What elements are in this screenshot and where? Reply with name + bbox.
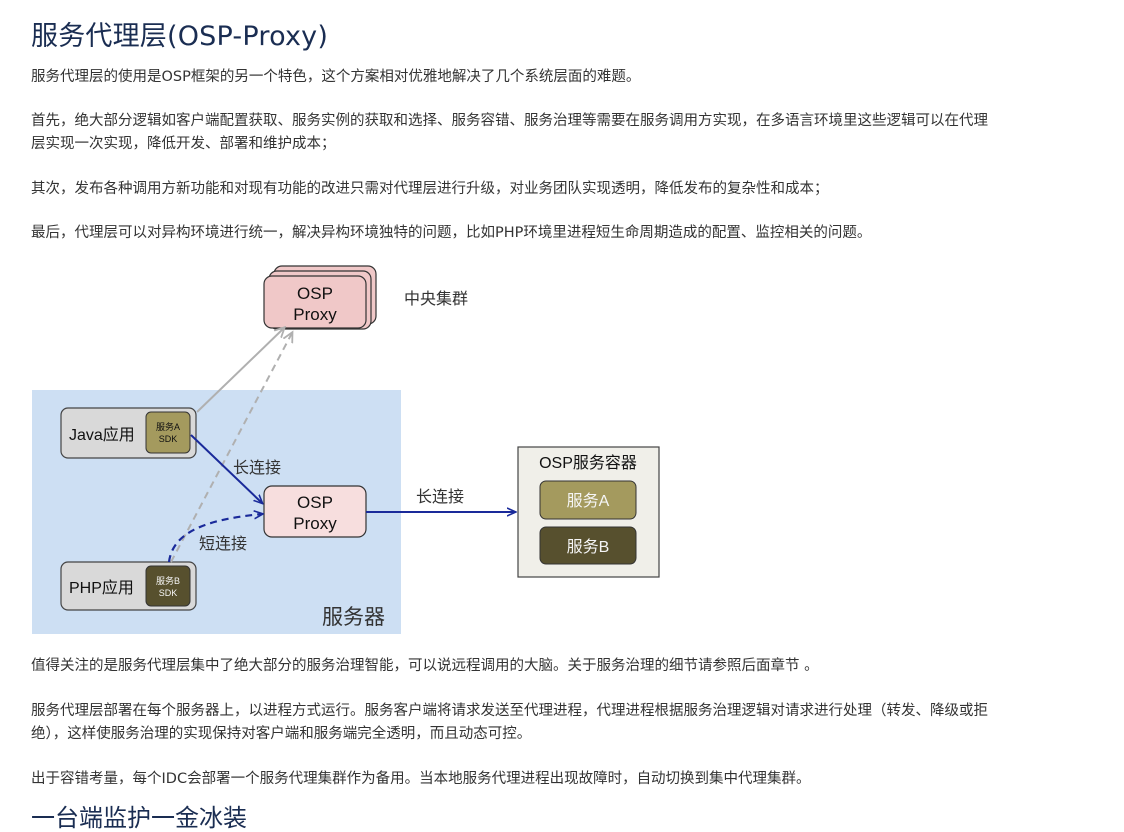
- server-label: 服务器: [322, 605, 385, 629]
- java-app-box: Java应用 服务A SDK: [60, 407, 197, 459]
- sdk-a-line2: SDK: [159, 434, 178, 444]
- next-heading-partial: 一台端监护一金冰装: [31, 804, 247, 832]
- container-service-a: 服务A: [567, 492, 610, 510]
- php-app-box: PHP应用 服务B SDK: [60, 561, 197, 611]
- paragraph-second: 其次，发布各种调用方新功能和对现有功能的改进只需对代理层进行升级，对业务团队实现…: [31, 181, 829, 197]
- central-cluster-label: 中央集群: [404, 289, 468, 308]
- sdk-b-line2: SDK: [159, 588, 178, 598]
- paragraph-deployment: 服务代理层部署在每个服务器上，以进程方式运行。服务客户端将请求发送至代理进程，代…: [31, 703, 988, 742]
- container-title: OSP服务容器: [539, 454, 637, 472]
- sdk-a-line1: 服务A: [156, 421, 180, 432]
- container-service-b: 服务B: [567, 538, 610, 556]
- architecture-diagram: 服务器 OSP Proxy 中央集群 Java应用 服务A SDK PHP应用 …: [32, 265, 660, 634]
- local-proxy-line1: OSP: [297, 493, 333, 512]
- java-to-central-arrow: [196, 328, 284, 413]
- local-proxy-box: OSP Proxy: [263, 485, 367, 538]
- long-connection-label-2: 长连接: [416, 487, 464, 506]
- paragraph-brain: 值得关注的是服务代理层集中了绝大部分的服务治理智能，可以说远程调用的大脑。关于服…: [31, 658, 819, 674]
- java-app-label: Java应用: [69, 425, 135, 444]
- central-proxy-cluster: OSP Proxy: [263, 265, 377, 330]
- short-connection-label: 短连接: [199, 534, 247, 553]
- service-container: OSP服务容器 服务A 服务B: [517, 446, 660, 578]
- php-to-local-proxy-dashed-arrow: [167, 514, 262, 563]
- paragraph-last: 最后，代理层可以对异构环境进行统一，解决异构环境独特的问题，比如PHP环境里进程…: [31, 225, 872, 241]
- local-proxy-line2: Proxy: [293, 514, 337, 533]
- central-proxy-line2: Proxy: [293, 305, 337, 324]
- paragraph-first: 首先，绝大部分逻辑如客户端配置获取、服务实例的获取和选择、服务容错、服务治理等需…: [31, 113, 988, 152]
- long-connection-label-1: 长连接: [233, 458, 281, 477]
- section-title: 服务代理层(OSP-Proxy): [31, 21, 329, 52]
- php-app-label: PHP应用: [69, 578, 134, 597]
- paragraph-intro: 服务代理层的使用是OSP框架的另一个特色，这个方案相对优雅地解决了几个系统层面的…: [31, 69, 641, 85]
- paragraph-fault-tolerance: 出于容错考量，每个IDC会部署一个服务代理集群作为备用。当本地服务代理进程出现故…: [31, 771, 811, 787]
- java-to-local-proxy-arrow: [190, 434, 262, 503]
- central-proxy-line1: OSP: [297, 284, 333, 303]
- sdk-b-line1: 服务B: [156, 575, 180, 586]
